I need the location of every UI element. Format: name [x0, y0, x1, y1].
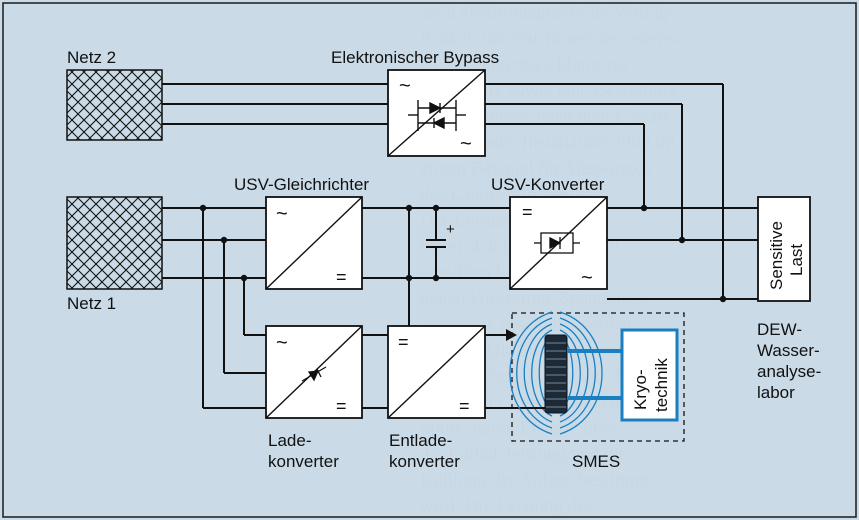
- superconducting-coil-icon: [522, 334, 568, 414]
- discharge-converter-box: = =: [387, 325, 486, 419]
- thyristor-icon: [408, 100, 466, 131]
- dc-symbol: =: [336, 396, 347, 416]
- converter-label: USV-Konverter: [491, 175, 605, 194]
- diode-icon: [301, 366, 327, 382]
- smes-label: SMES: [572, 452, 620, 471]
- rectifier-label: USV-Gleichrichter: [234, 175, 369, 194]
- dc-symbol: =: [459, 396, 470, 416]
- thyristor-icon: [534, 232, 580, 254]
- discharge-converter-label-2: konverter: [389, 452, 460, 471]
- dew-label-2: Wasser-: [757, 341, 820, 360]
- discharge-converter-label-1: Entlade-: [389, 431, 452, 450]
- charge-converter-label-1: Lade-: [268, 431, 311, 450]
- dew-label-3: analyse-: [757, 362, 821, 381]
- bypass-box: ~ ~: [387, 69, 486, 157]
- dew-label-4: labor: [757, 383, 795, 402]
- ac-symbol: ~: [399, 75, 411, 97]
- dew-label-1: DEW-: [757, 320, 802, 339]
- ac-symbol: ~: [581, 267, 593, 289]
- junction-dots: [199, 204, 727, 303]
- ac-symbol: ~: [276, 203, 288, 225]
- cryo-label-1: Kryo-: [631, 369, 650, 410]
- rectifier-box: ~ =: [265, 196, 363, 290]
- dc-symbol: =: [398, 332, 409, 352]
- capacitor-plus-sign: +: [446, 221, 455, 238]
- dc-symbol: =: [336, 267, 347, 287]
- sensitive-load-label-2: Last: [787, 244, 806, 276]
- converter-box: = ~: [509, 196, 608, 290]
- bypass-label: Elektronischer Bypass: [331, 48, 499, 67]
- cryo-label-2: technik: [652, 358, 671, 412]
- cryo-connection: [567, 349, 622, 400]
- ac-symbol: ~: [460, 133, 472, 155]
- charge-converter-box: ~ =: [265, 325, 363, 419]
- ac-symbol: ~: [276, 332, 288, 354]
- cryo-box: Kryo- technik: [620, 328, 679, 422]
- charge-converter-label-2: konverter: [268, 452, 339, 471]
- netz2-grid-symbol: [66, 69, 163, 141]
- sensitive-load-label-1: Sensitive: [767, 221, 786, 290]
- netz1-grid-symbol: [66, 196, 163, 290]
- netz2-label: Netz 2: [67, 48, 116, 67]
- netz1-label: Netz 1: [67, 294, 116, 313]
- smes-dashed-box: [511, 312, 685, 442]
- dc-symbol: =: [522, 202, 533, 222]
- sensitive-load-box: Sensitive Last: [757, 196, 811, 302]
